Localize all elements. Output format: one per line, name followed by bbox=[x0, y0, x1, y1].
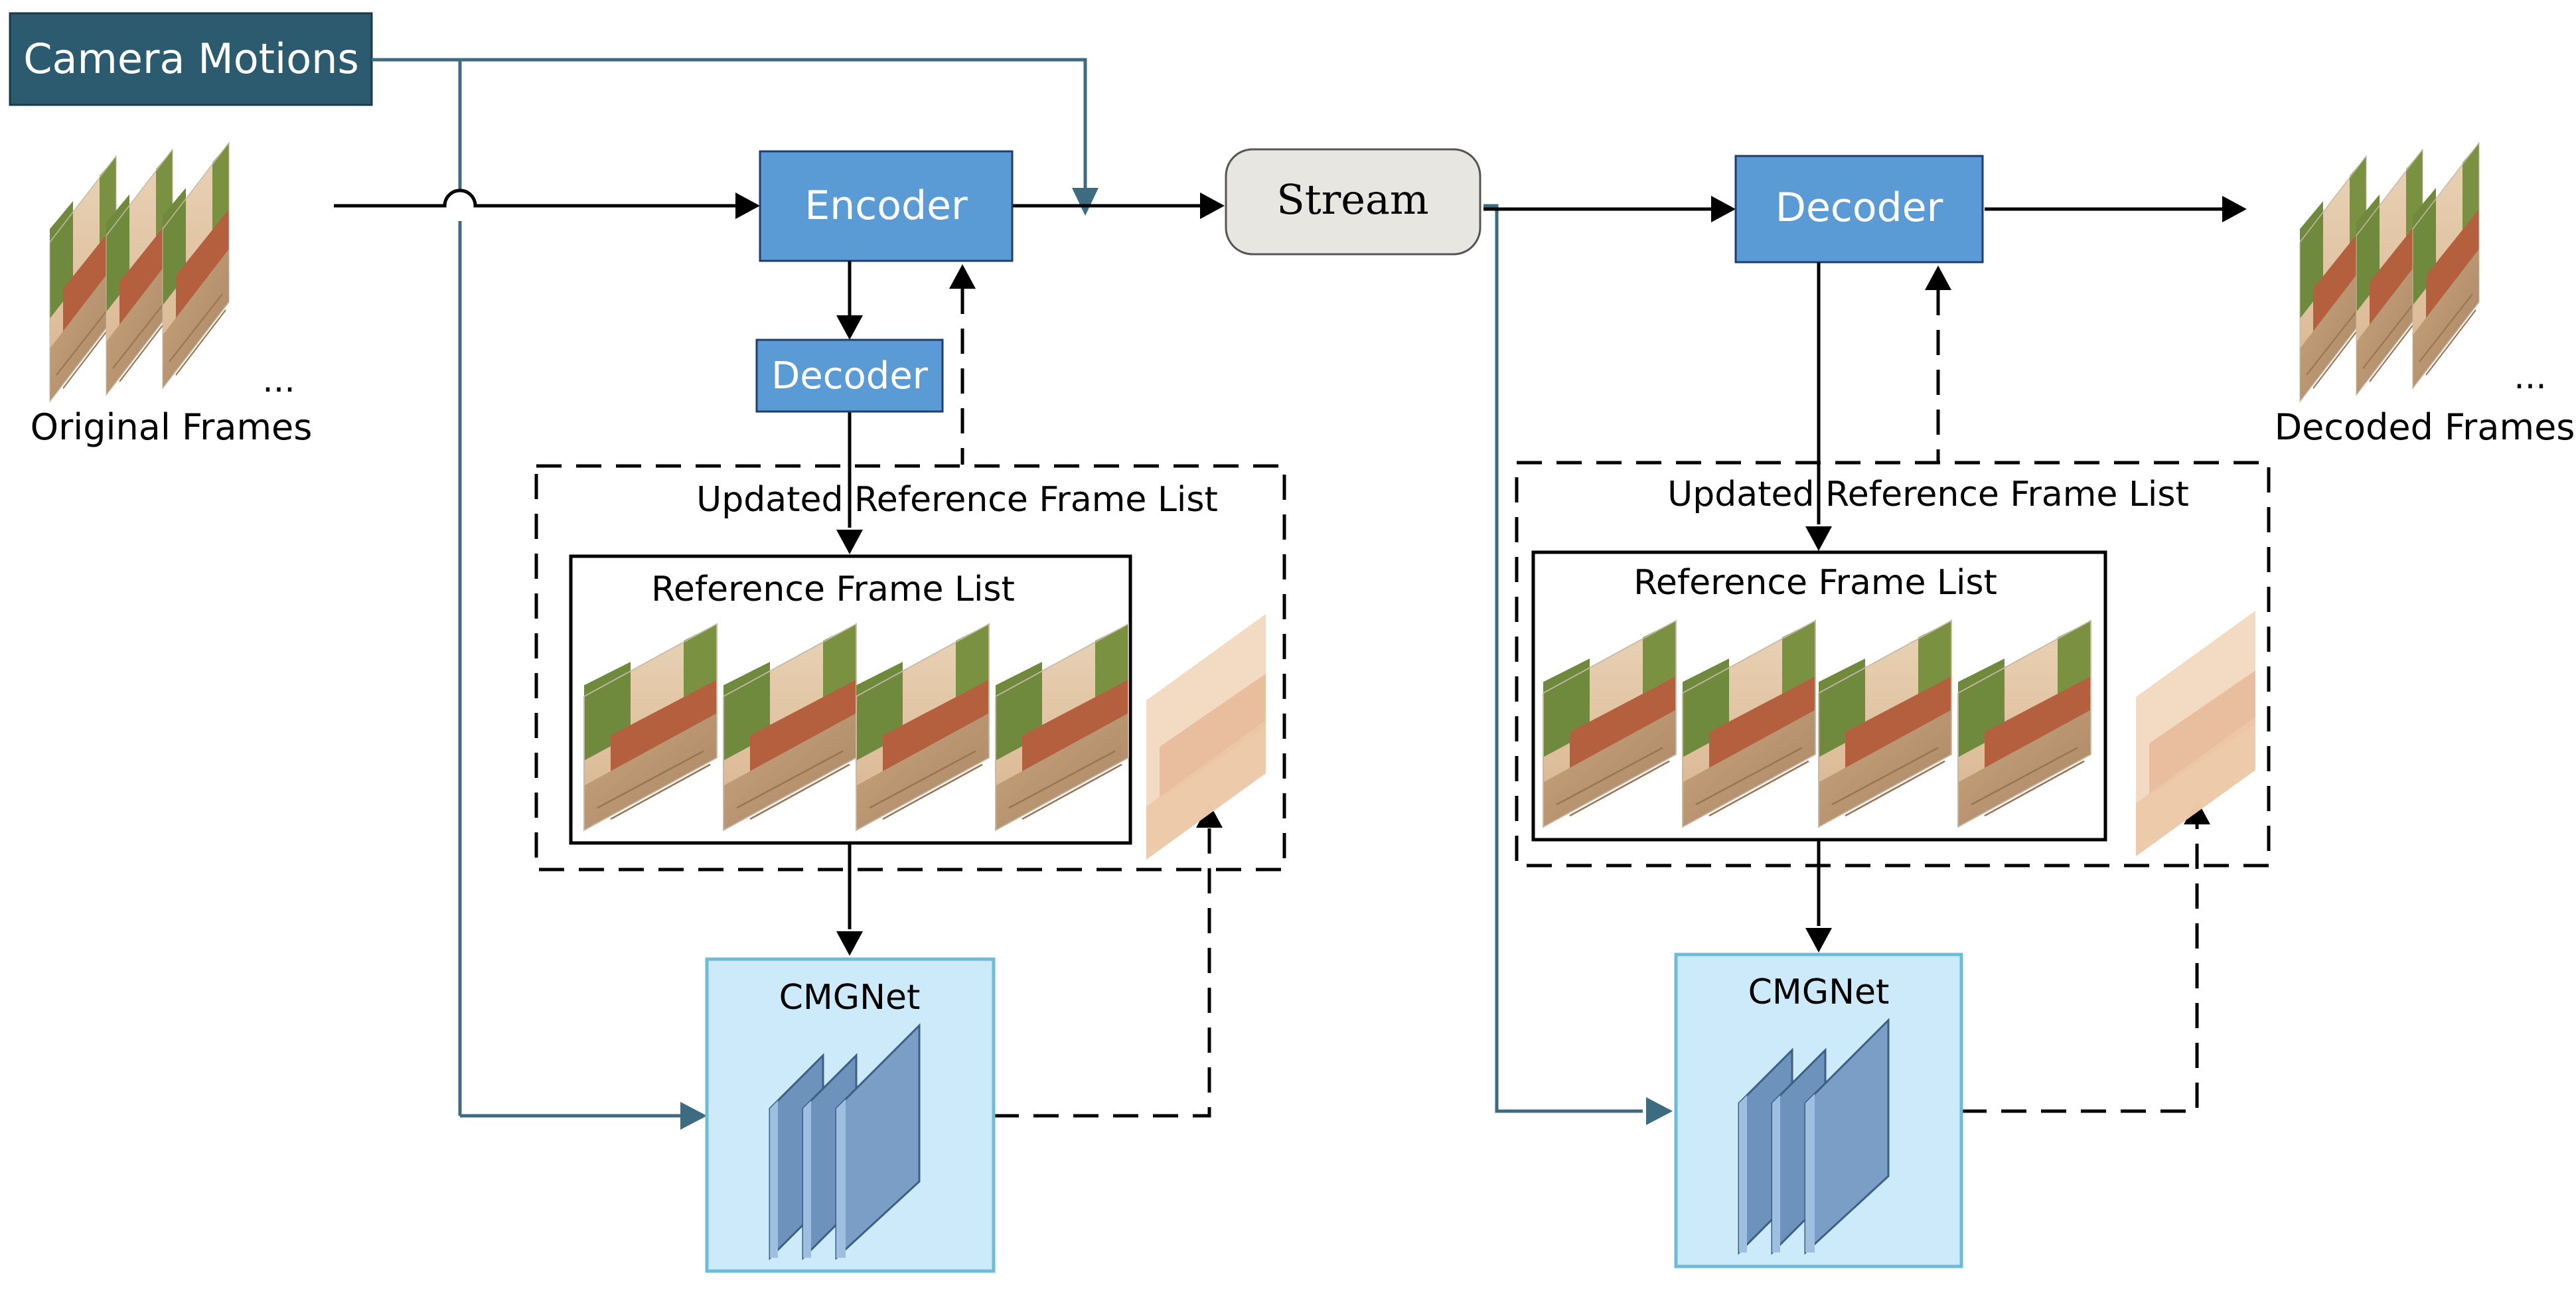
encoder-label: Encoder bbox=[804, 183, 968, 229]
camera-motion-arrowheads bbox=[680, 188, 1673, 1130]
original-frames-ellipsis: ... bbox=[262, 360, 295, 400]
decoder-main-label: Decoder bbox=[1776, 185, 1943, 231]
ref-list-enc-label: Reference Frame List bbox=[651, 570, 1015, 609]
cmgnet-dec-label: CMGNet bbox=[1748, 972, 1890, 1012]
main-flow-arrowheads bbox=[735, 192, 2247, 222]
stream-label: Stream bbox=[1276, 175, 1428, 224]
cmgnet-dec-box: CMGNet bbox=[1674, 952, 1963, 1268]
updated-ref-list-dec-label: Updated Reference Frame List bbox=[1667, 475, 2189, 514]
stream-box: Stream bbox=[1225, 148, 1481, 256]
encoder-side-arrowheads bbox=[836, 264, 1223, 956]
camera-motions-label: Camera Motions bbox=[23, 35, 359, 83]
encoder-box: Encoder bbox=[759, 150, 1014, 262]
camera-motions-box: Camera Motions bbox=[9, 12, 373, 106]
main-flow-lines bbox=[334, 189, 2244, 212]
decoded-frames-stack bbox=[2299, 141, 2480, 403]
decoded-frames-label: Decoded Frames bbox=[2275, 406, 2575, 448]
decoder-local-label: Decoder bbox=[771, 354, 929, 398]
camera-motion-links bbox=[372, 58, 1643, 1118]
original-frames-stack bbox=[48, 141, 230, 403]
ref-list-enc-box: Reference Frame List bbox=[569, 554, 1132, 845]
cmgnet-enc-label: CMGNet bbox=[779, 978, 921, 1018]
encoder-side-dashed bbox=[534, 289, 1286, 1118]
original-frames-label: Original Frames bbox=[31, 406, 313, 448]
decoder-local-box: Decoder bbox=[755, 339, 944, 413]
decoder-side-dashed bbox=[1515, 290, 2271, 1113]
updated-ref-list-enc-label: Updated Reference Frame List bbox=[696, 480, 1218, 520]
ref-list-dec-label: Reference Frame List bbox=[1633, 563, 1997, 603]
decoded-frames-ellipsis: ... bbox=[2514, 357, 2547, 397]
ref-list-dec-box: Reference Frame List bbox=[1531, 550, 2107, 842]
decoder-main-box: Decoder bbox=[1734, 155, 1984, 264]
cmgnet-enc-box: CMGNet bbox=[705, 957, 996, 1273]
